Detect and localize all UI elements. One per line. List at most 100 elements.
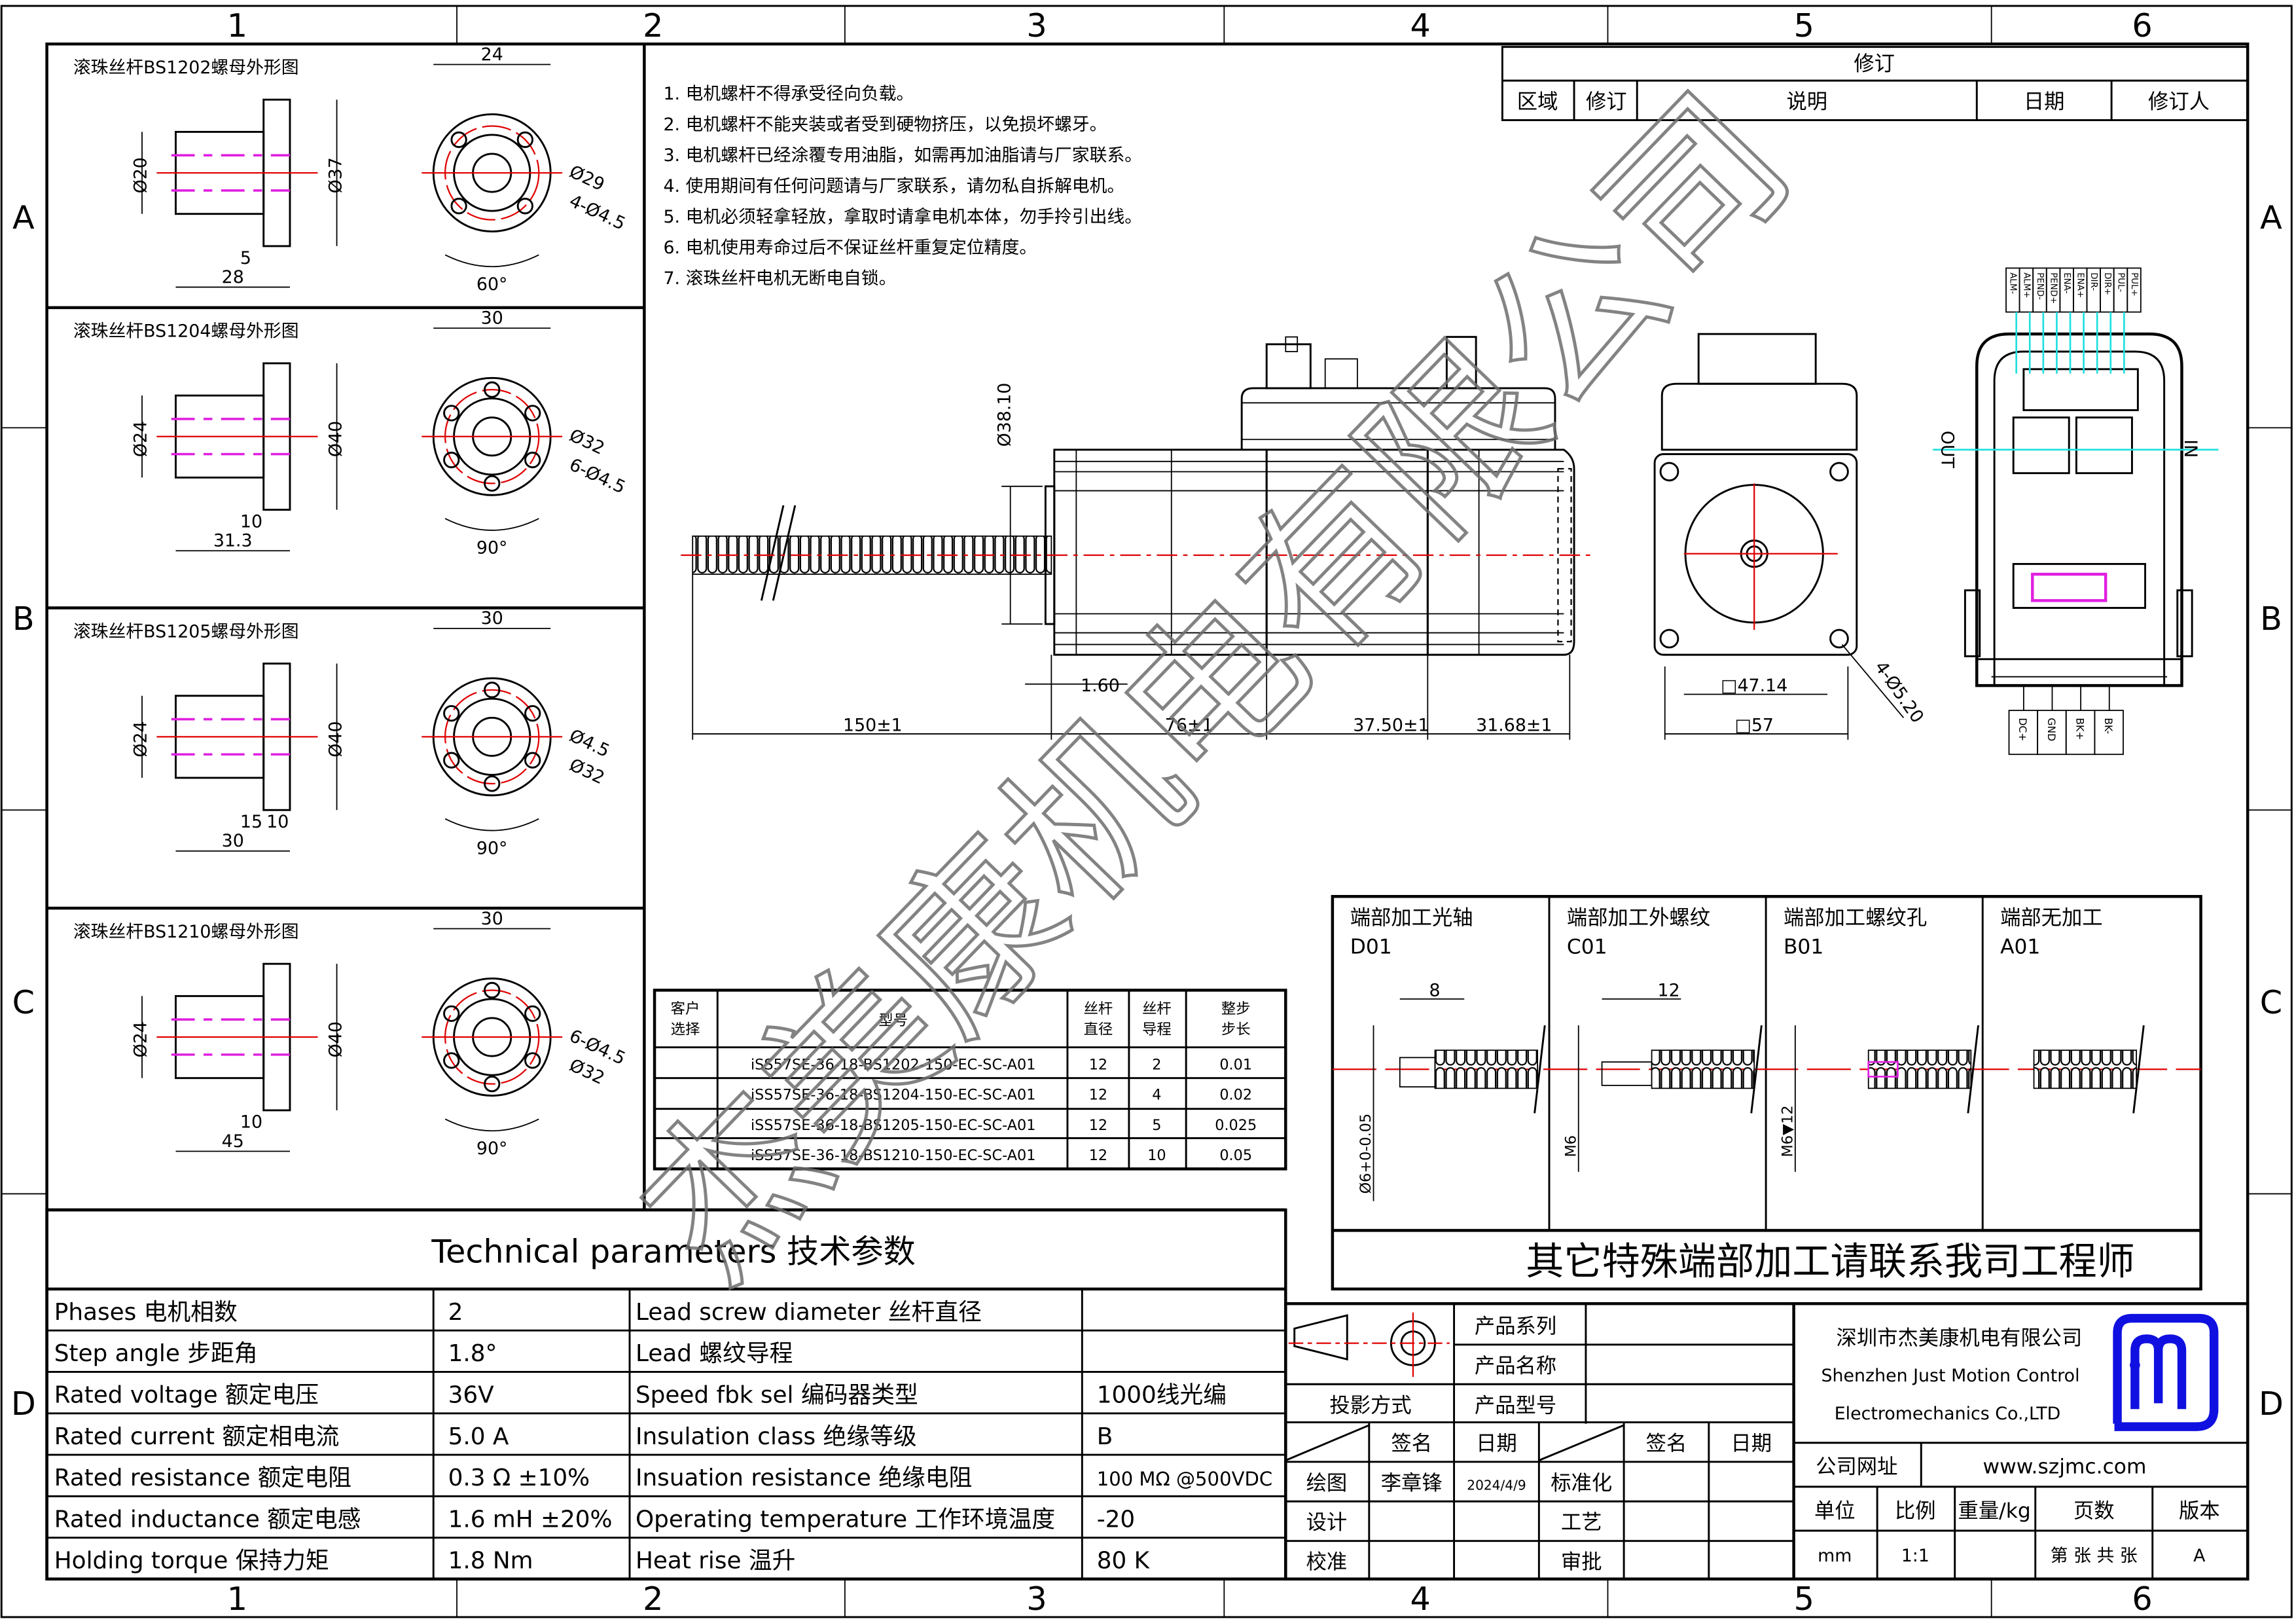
revision-table: 修订 区域 修订 说明 日期 修订人 (1501, 46, 2249, 121)
hole-spacing-dim: □47.14 (1721, 676, 1787, 696)
bolt-hole (450, 131, 467, 149)
role-label: 工艺 (1561, 1511, 1602, 1535)
grid-col-label: 1 (227, 1580, 247, 1618)
note-item: 1. 电机螺杆不得承受径向负载。 (663, 84, 914, 104)
model-table-cell: 12 (1089, 1117, 1107, 1134)
info-value: 第 张 共 张 (2051, 1546, 2138, 1566)
bolt-hole (450, 198, 467, 215)
bolt-hole (484, 682, 501, 699)
flange-diameter-dim: Ø40 (325, 721, 346, 757)
role-label: 设计 (1306, 1511, 1348, 1535)
param-label: Rated resistance 额定电阻 (54, 1465, 351, 1491)
bolt-hole (524, 1052, 541, 1069)
total-length-dim: 28 (222, 267, 244, 287)
bolt-hole (484, 381, 501, 398)
model-table-cell: 0.05 (1219, 1147, 1252, 1164)
grid-row-label: D (11, 1385, 36, 1423)
model-table-cell: 12 (1089, 1087, 1107, 1104)
param-label: Lead screw diameter 丝杆直径 (636, 1299, 982, 1326)
io-pin-label: ALM+ (2021, 272, 2031, 298)
grid-col-label: 2 (643, 7, 663, 45)
param-value: 1000线光编 (1097, 1381, 1227, 1408)
bolt-hole (524, 752, 541, 769)
projection-label: 投影方式 (1329, 1394, 1411, 1417)
upper-dim: 10 (240, 1112, 262, 1133)
end-option-code: B01 (1784, 936, 1823, 959)
grid-row-label: B (12, 600, 35, 638)
bolt-hole (524, 704, 541, 722)
front-dim-label: 4-Ø4.5 (566, 191, 628, 234)
model-table-header: 客户 (671, 1000, 700, 1017)
length-dim: 31.68±1 (1476, 715, 1552, 735)
param-label: Rated inductance 额定电感 (54, 1506, 361, 1533)
nut-drawing-title: 滚珠丝杆BS1205螺母外形图 (73, 621, 299, 642)
sign-date: 2024/4/9 (1467, 1477, 1526, 1493)
model-table-cell: iSS57SE-36-18-BS1205-150-EC-SC-A01 (751, 1117, 1035, 1134)
grid-labels: 1 2 3 4 5 6 1 2 3 4 5 6 A B C D A B C D (11, 7, 2284, 1618)
param-value: 1.8 Nm (448, 1548, 533, 1575)
end-option-title: 端部无加工 (2000, 906, 2103, 930)
website-link[interactable]: www.szjmc.com (1983, 1455, 2147, 1479)
model-table-cell: 0.025 (1215, 1117, 1257, 1134)
end-machining-footer: 其它特殊端部加工请联系我司工程师 (1526, 1239, 2135, 1283)
power-pin-label: DC+ (2017, 718, 2029, 741)
revision-title: 修订 (1854, 52, 1895, 75)
param-value: 100 MΩ @500VDC (1097, 1468, 1272, 1490)
power-pin-label: BK+ (2073, 718, 2086, 740)
screw-end (1651, 1049, 1755, 1089)
param-label: Heat rise 温升 (636, 1548, 795, 1575)
bolt-hole (484, 475, 501, 492)
model-table-header: 型号 (878, 1012, 908, 1029)
company-name-cn: 深圳市杰美康机电有限公司 (1837, 1326, 2083, 1350)
info-header: 页数 (2073, 1499, 2115, 1523)
driver-connector-view: OUT IN ALM-ALM+PEND-PEND+ENA-ENA+DIR-DIR… (1933, 267, 2219, 756)
bolt-hole (443, 704, 460, 722)
param-label: Step angle 步距角 (54, 1340, 258, 1367)
grid-row-label: A (12, 198, 35, 236)
model-table-cell: 0.02 (1219, 1087, 1252, 1104)
upper-dim: 15 (240, 812, 262, 832)
param-value: B (1097, 1423, 1113, 1450)
model-table-cell: iSS57SE-36-18-BS1210-150-EC-SC-A01 (751, 1147, 1035, 1164)
grid-col-label: 4 (1410, 1580, 1430, 1618)
end-option-title: 端部加工螺纹孔 (1784, 906, 1927, 930)
model-table-header: 步长 (1221, 1021, 1251, 1038)
revision-col-header: 说明 (1786, 90, 1827, 114)
param-value: 1.8° (448, 1340, 497, 1367)
bolt-hole (443, 752, 460, 769)
io-pin-label: ENA- (2062, 272, 2072, 293)
info-value: mm (1818, 1546, 1852, 1566)
power-pin-label: GND (2045, 718, 2058, 741)
in-port-label: IN (2180, 439, 2200, 458)
company-logo (2113, 1313, 2219, 1431)
product-model-label: 产品型号 (1475, 1394, 1556, 1417)
info-value: 1:1 (1901, 1546, 1929, 1566)
model-table-cell: iSS57SE-36-18-BS1202-150-EC-SC-A01 (751, 1056, 1035, 1073)
screw-end (2033, 1049, 2138, 1089)
flange-diameter-dim: Ø37 (325, 157, 346, 193)
grid-row-label: A (2260, 198, 2282, 236)
param-label: Speed fbk sel 编码器类型 (636, 1381, 918, 1408)
param-value: 80 K (1097, 1548, 1151, 1575)
grid-col-label: 4 (1410, 7, 1430, 45)
length-dim: 150±1 (843, 715, 903, 735)
length-dim: 37.50±1 (1353, 715, 1429, 735)
end-spec-dim: M6 (1562, 1135, 1579, 1158)
company-name-en: Electromechanics Co.,LTD (1835, 1404, 2061, 1424)
note-item: 5. 电机必须轻拿轻放，拿取时请拿电机本体，勿手拎引出线。 (663, 207, 1142, 227)
param-value: 5.0 A (448, 1423, 509, 1450)
info-header: 重量/kg (1958, 1499, 2031, 1523)
role-label: 校准 (1306, 1550, 1348, 1574)
nut-drawing-title: 滚珠丝杆BS1202螺母外形图 (73, 58, 299, 78)
sign-header: 签名 (1391, 1432, 1432, 1455)
grid-col-label: 3 (1026, 7, 1047, 45)
grid-col-label: 6 (2132, 1580, 2152, 1618)
revision-col-header: 区域 (1517, 90, 1558, 114)
model-table-cell: 4 (1152, 1087, 1161, 1104)
screw-end (1867, 1049, 1972, 1089)
company-name-en: Shenzhen Just Motion Control (1821, 1366, 2079, 1386)
